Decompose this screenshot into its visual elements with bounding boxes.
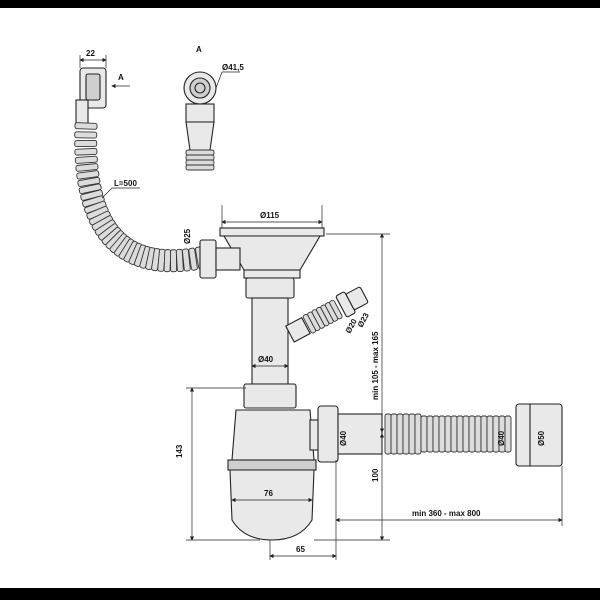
outlet-corrugated-hose [384,413,512,455]
hose-rib [78,183,102,195]
hose-rib [456,415,464,453]
arrow-a-label: A [118,73,124,82]
hose-rib [396,413,404,455]
hose-rib [175,249,184,273]
overflow-corrugated-hose [74,122,206,273]
dim-l500-label: L=500 [114,179,137,188]
view-a-overflow-cap [183,71,240,171]
hose-rib [462,415,470,453]
hose-rib [444,415,452,453]
hose-rib [77,177,101,187]
outlet-sleeve [515,403,563,467]
hose-rib [390,413,398,455]
hose-rib [450,415,458,453]
hose-rib [420,415,428,453]
hose-rib [74,139,98,148]
dim-d40-pipe-label: Ø40 [258,355,274,364]
dim-d40-hose-label: Ø40 [497,430,506,446]
dim-d25-label: Ø25 [183,228,192,244]
outlet-connector [309,405,383,463]
dim-d40-outlet-label: Ø40 [339,430,348,446]
dim-76-label: 76 [264,489,273,498]
hose-rib [181,248,191,272]
hose-rib [76,170,100,180]
hose-rib [414,413,422,455]
hose-rib [486,415,494,453]
vertical-pipe [243,277,297,409]
hose-rib [74,155,98,164]
hose-rib [432,415,440,453]
dim-143-label: 143 [175,444,184,458]
bottle-trap [227,409,317,541]
dim-d115-label: Ø115 [260,211,280,220]
view-a-title: A [196,45,202,54]
dim-d50-label: Ø50 [537,430,546,446]
hose-rib [384,413,392,455]
hose-rib [169,249,178,273]
hose-rib [402,413,410,455]
hose-rib [426,415,434,453]
dim-100-label: 100 [371,468,380,482]
dim-22-label: 22 [86,49,95,58]
bottom-frame-bar [0,588,600,600]
hose-rib [163,249,172,273]
strainer-bowl [199,227,325,279]
hose-rib [329,299,343,320]
hose-rib [74,131,98,139]
hose-rib [438,415,446,453]
hose-rib [474,415,482,453]
dim-d41-5-label: Ø41,5 [222,63,244,72]
hose-rib [408,413,416,455]
hose-rib [480,415,488,453]
l500-leader [101,187,113,199]
overflow-connector [75,55,130,125]
top-frame-bar [0,0,600,8]
hose-rib [75,163,99,172]
dim-d23-label: Ø23 [356,311,371,329]
appliance-inlet-branch [285,286,369,343]
dim-65-label: 65 [296,545,305,554]
hose-rib [74,148,98,156]
hose-rib [74,122,98,130]
dim-height-range-label: min 105 - max 165 [371,331,380,400]
hose-rib [188,247,198,271]
dim-length-range-label: min 360 - max 800 [412,509,481,518]
hose-rib [504,415,512,453]
hose-rib [468,415,476,453]
